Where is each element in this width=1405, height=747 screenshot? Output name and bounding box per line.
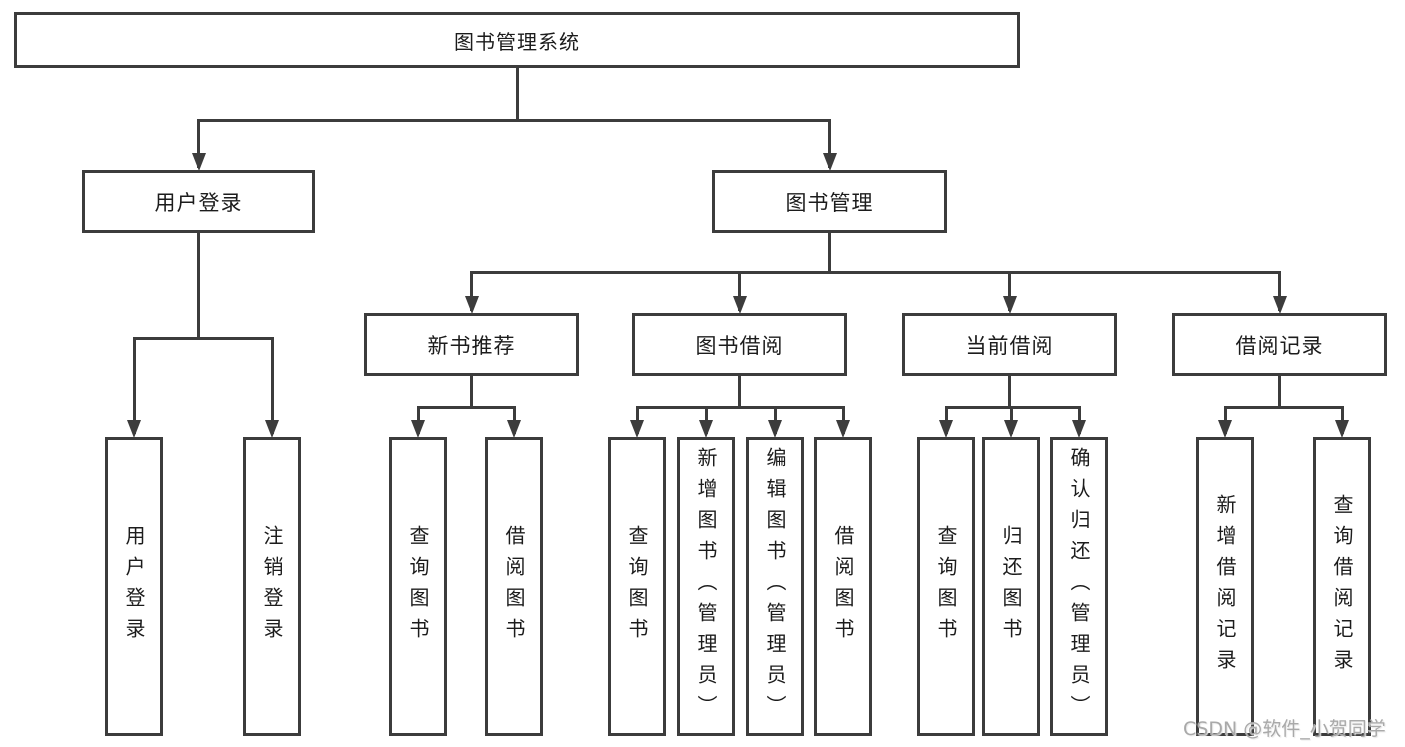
node-book-management: 图书管理 — [712, 170, 947, 233]
connector-line — [738, 376, 741, 409]
connector-line — [1278, 376, 1281, 409]
node-current-borrow: 当前借阅 — [902, 313, 1117, 376]
arrowhead-icon — [1004, 420, 1018, 438]
leaf-nb-query-books-label: 查询图书 — [406, 524, 430, 649]
connector-line — [635, 406, 845, 409]
node-user-login-label: 用户登录 — [154, 190, 243, 215]
connector-line — [197, 233, 200, 340]
leaf-bw-borrow-books-label: 借阅图书 — [831, 524, 855, 649]
arrowhead-icon — [191, 153, 206, 171]
node-borrow-records-label: 借阅记录 — [1235, 333, 1324, 358]
node-new-book-recommend: 新书推荐 — [364, 313, 579, 376]
arrowhead-icon — [507, 420, 521, 438]
leaf-bw-add-books-admin-label: 新增图书（管理员） — [694, 447, 718, 726]
connector-line — [416, 406, 516, 409]
leaf-bw-add-books-admin: 新增图书（管理员） — [677, 437, 735, 736]
arrowhead-icon — [630, 420, 644, 438]
leaf-cu-confirm-return-admin-label: 确认归还（管理员） — [1067, 447, 1091, 726]
leaf-bw-borrow-books: 借阅图书 — [814, 437, 872, 736]
connector-line — [1008, 376, 1011, 409]
connector-line — [132, 337, 136, 434]
leaf-cu-query-books: 查询图书 — [917, 437, 975, 736]
leaf-bw-query-books-label: 查询图书 — [625, 524, 649, 649]
leaf-nb-query-books: 查询图书 — [389, 437, 447, 736]
leaf-cu-confirm-return-admin: 确认归还（管理员） — [1050, 437, 1108, 736]
node-new-book-recommend-label: 新书推荐 — [427, 333, 516, 358]
leaf-cu-return-books: 归还图书 — [982, 437, 1040, 736]
arrowhead-icon — [1218, 420, 1232, 438]
arrowhead-icon — [699, 420, 713, 438]
node-book-borrow-label: 图书借阅 — [695, 333, 784, 358]
connector-line — [944, 406, 1081, 409]
node-book-management-label: 图书管理 — [785, 190, 874, 215]
arrowhead-icon — [939, 420, 953, 438]
node-root-label: 图书管理系统 — [454, 29, 580, 54]
connector-line — [270, 337, 274, 434]
node-book-borrow: 图书借阅 — [632, 313, 847, 376]
node-borrow-records: 借阅记录 — [1172, 313, 1387, 376]
node-user-login: 用户登录 — [82, 170, 315, 233]
connector-line — [738, 271, 741, 311]
watermark: CSDN @软件_小贺同学 — [1183, 718, 1386, 740]
leaf-bw-edit-books-admin-label: 编辑图书（管理员） — [763, 447, 787, 726]
leaf-nb-borrow-books: 借阅图书 — [485, 437, 543, 736]
connector-line — [470, 271, 1281, 274]
leaf-user-login-label: 用户登录 — [122, 524, 146, 649]
leaf-rec-query-record-label: 查询借阅记录 — [1330, 493, 1354, 680]
connector-line — [1278, 271, 1281, 311]
arrowhead-icon — [464, 296, 479, 314]
leaf-cu-query-books-label: 查询图书 — [934, 524, 958, 649]
leaf-logout-label: 注销登录 — [260, 524, 284, 649]
node-root: 图书管理系统 — [14, 12, 1020, 68]
arrowhead-icon — [822, 153, 837, 171]
arrowhead-icon — [732, 296, 747, 314]
leaf-cu-return-books-label: 归还图书 — [999, 524, 1023, 649]
leaf-bw-edit-books-admin: 编辑图书（管理员） — [746, 437, 804, 736]
leaf-nb-borrow-books-label: 借阅图书 — [502, 524, 526, 649]
connector-line — [197, 119, 200, 168]
leaf-logout: 注销登录 — [243, 437, 301, 736]
leaf-rec-add-record-label: 新增借阅记录 — [1213, 493, 1237, 680]
connector-line — [828, 119, 831, 168]
connector-line — [515, 68, 519, 121]
arrowhead-icon — [411, 420, 425, 438]
connector-line — [197, 119, 831, 122]
arrowhead-icon — [127, 420, 141, 438]
connector-line — [828, 233, 831, 274]
connector-line — [470, 376, 473, 409]
arrowhead-icon — [265, 420, 279, 438]
arrowhead-icon — [1335, 420, 1349, 438]
leaf-user-login: 用户登录 — [105, 437, 163, 736]
connector-line — [1223, 406, 1344, 409]
leaf-rec-add-record: 新增借阅记录 — [1196, 437, 1254, 736]
arrowhead-icon — [768, 420, 782, 438]
arrowhead-icon — [1272, 296, 1287, 314]
leaf-rec-query-record: 查询借阅记录 — [1313, 437, 1371, 736]
arrowhead-icon — [836, 420, 850, 438]
connector-line — [132, 337, 274, 340]
arrowhead-icon — [1072, 420, 1086, 438]
leaf-bw-query-books: 查询图书 — [608, 437, 666, 736]
connector-line — [470, 271, 473, 311]
arrowhead-icon — [1002, 296, 1017, 314]
node-current-borrow-label: 当前借阅 — [965, 333, 1054, 358]
connector-line — [1008, 271, 1011, 311]
